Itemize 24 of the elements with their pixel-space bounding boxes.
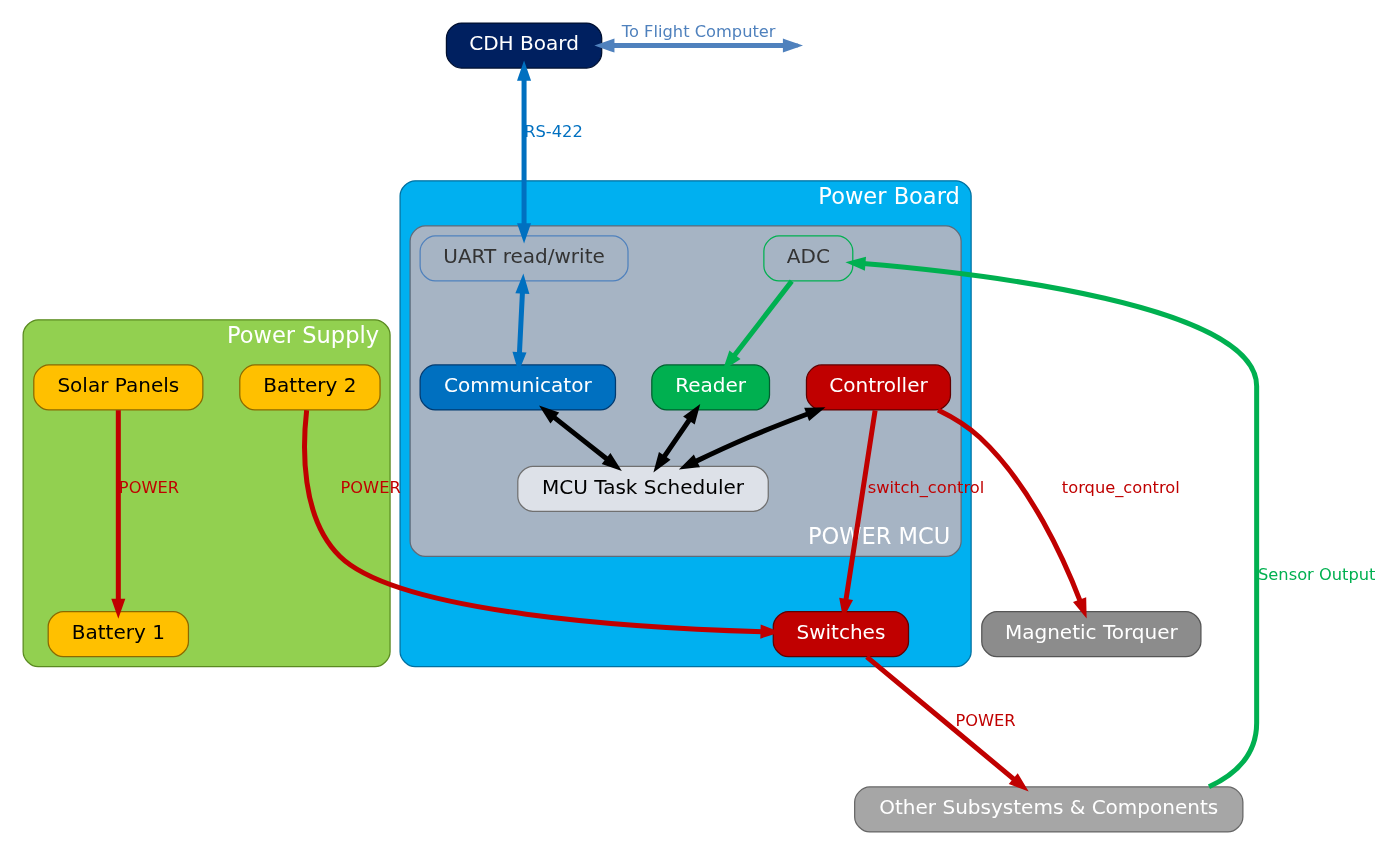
node-box: Communicator bbox=[419, 363, 617, 411]
node-box: Switches bbox=[772, 610, 910, 657]
node-box: Reader bbox=[651, 363, 771, 411]
node-box: CDH Board bbox=[445, 21, 603, 69]
edge-label: torque_control bbox=[1061, 477, 1180, 497]
node-box: Solar Panels bbox=[33, 363, 204, 411]
node-box: Battery 1 bbox=[47, 610, 190, 657]
node-box: UART read/write bbox=[419, 234, 629, 282]
arrow bbox=[865, 654, 1029, 791]
arrow bbox=[845, 256, 1260, 789]
arrow bbox=[539, 404, 622, 471]
node-box: Controller bbox=[805, 363, 952, 411]
node-box: Magnetic Torquer bbox=[981, 610, 1202, 657]
arrow bbox=[517, 60, 532, 243]
arrow bbox=[111, 409, 126, 619]
node-box: Other Subsystems & Components bbox=[854, 785, 1244, 833]
arrow bbox=[653, 403, 701, 472]
node-box: ADC bbox=[763, 234, 854, 282]
node-box: Battery 2 bbox=[239, 363, 381, 411]
arrow bbox=[678, 406, 826, 470]
node-box: MCU Task Scheduler bbox=[517, 465, 769, 512]
edge-label: POWER bbox=[955, 710, 1016, 730]
edge-label: Sensor Output bbox=[1258, 564, 1376, 584]
edge-label: To Flight Computer bbox=[621, 21, 776, 41]
